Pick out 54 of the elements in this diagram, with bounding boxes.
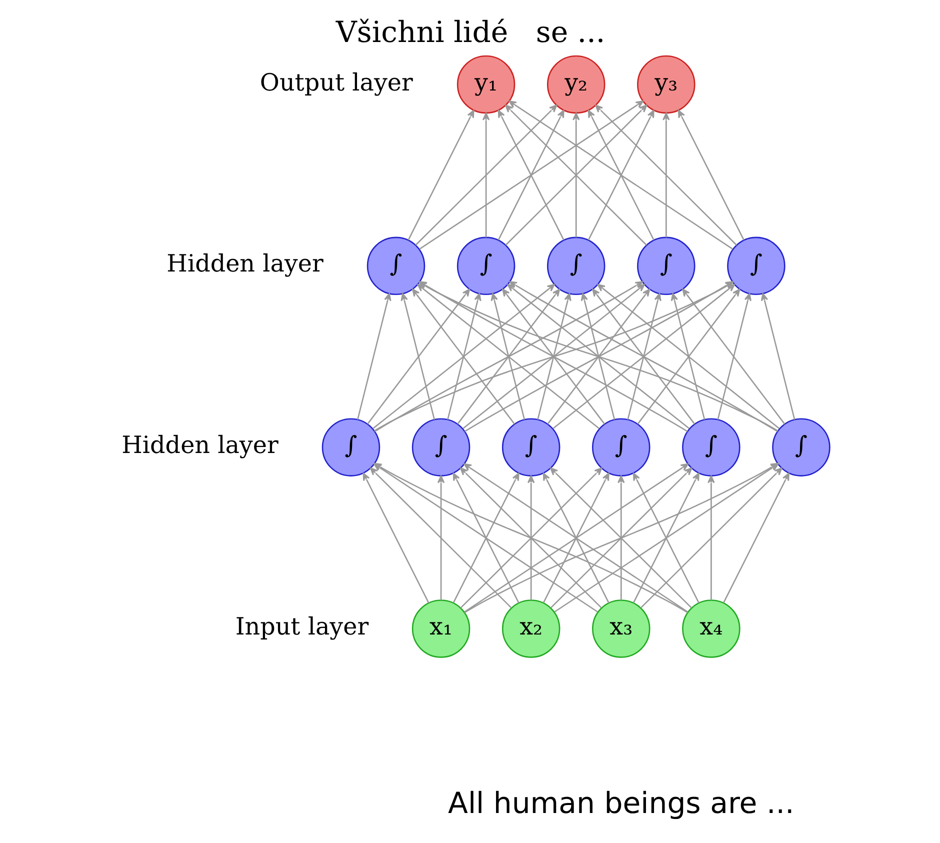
arrow	[677, 110, 744, 240]
arrow	[414, 104, 557, 246]
node-circle: x₄	[682, 600, 740, 658]
label: Output layer	[259, 68, 412, 96]
arrow	[592, 288, 695, 424]
arrow	[552, 284, 735, 430]
arrow	[508, 100, 733, 250]
arrow	[482, 112, 490, 238]
arrow	[670, 293, 705, 420]
arrow	[636, 288, 740, 424]
caption: All human beings are ...	[448, 786, 794, 820]
arrow	[536, 293, 571, 420]
arrow	[502, 288, 605, 424]
arrow	[412, 288, 515, 424]
arrow	[580, 293, 615, 420]
arrow	[362, 472, 429, 604]
arrow	[400, 293, 435, 420]
arrow	[490, 293, 525, 420]
arrow	[526, 475, 534, 600]
label: Hidden layer	[166, 250, 323, 278]
diagram-title: Všichni lidé se ...	[335, 15, 605, 50]
arrow	[596, 284, 780, 430]
node-circle: x₃	[592, 600, 650, 658]
arrow	[446, 293, 481, 420]
arrow	[632, 472, 699, 604]
arrow	[594, 104, 737, 246]
arrow	[640, 467, 782, 608]
arrow	[366, 288, 470, 424]
arrow	[369, 467, 512, 608]
arrow	[504, 104, 647, 246]
arrow	[436, 475, 444, 600]
arrow	[356, 293, 391, 420]
arrow	[682, 288, 785, 424]
arrow	[497, 110, 564, 240]
arrow	[760, 293, 795, 420]
arrow	[716, 293, 751, 420]
arrow	[587, 110, 654, 240]
arrow	[722, 472, 789, 604]
label: Input layer	[234, 612, 368, 641]
arrow	[456, 288, 560, 424]
label: Hidden layer	[121, 431, 278, 460]
node-circle: x₁	[411, 600, 470, 658]
node-circle: x₂	[501, 600, 560, 658]
arrow	[418, 100, 644, 250]
arrow	[572, 112, 580, 238]
arrow	[452, 472, 519, 604]
arrow	[617, 475, 624, 600]
arrow	[662, 112, 670, 238]
arrow	[626, 293, 661, 420]
arrow	[546, 288, 650, 424]
arrow	[407, 110, 474, 240]
arrow	[707, 475, 714, 600]
arrow	[550, 467, 692, 608]
arrow	[542, 472, 609, 604]
